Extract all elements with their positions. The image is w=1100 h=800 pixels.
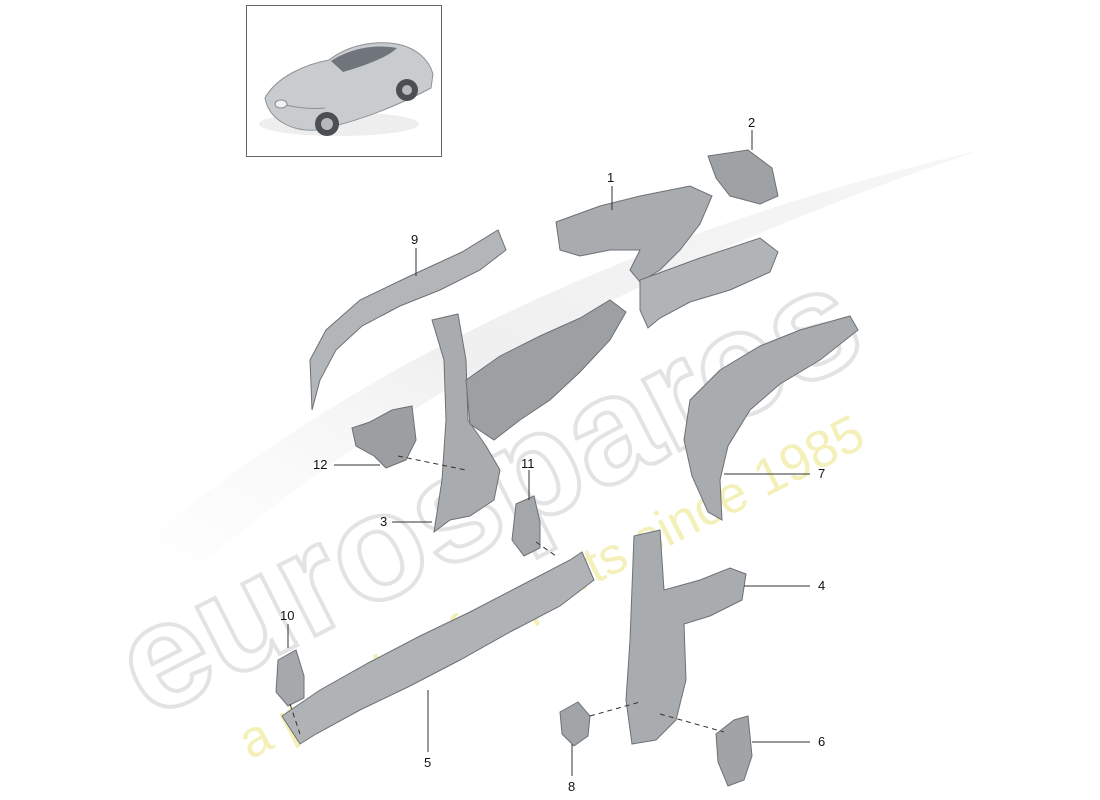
callout-3: 3 — [380, 514, 388, 529]
part-2-bracket — [707, 149, 779, 205]
fit-line-11-5 — [535, 541, 557, 557]
part-11-plate — [511, 495, 541, 557]
fit-line-6-4 — [659, 713, 725, 733]
callout-8: 8 — [568, 779, 576, 794]
car-icon — [259, 42, 434, 136]
callout-10: 10 — [280, 608, 295, 623]
callout-1: 1 — [607, 170, 615, 185]
part-6-bracket — [715, 715, 753, 787]
part-3-b-pillar — [431, 313, 501, 534]
part-9-roof-rail — [309, 229, 507, 411]
callout-7: 7 — [818, 466, 826, 481]
part-5-sill — [281, 551, 595, 745]
part-12-bracket — [351, 405, 417, 469]
fit-line-12-3 — [397, 455, 467, 471]
watermark-swoosh — [60, 150, 980, 640]
part-1-rear-member — [639, 237, 779, 329]
callout-5: 5 — [424, 755, 432, 770]
callout-9: 9 — [411, 232, 419, 247]
part-3-sill-panel — [465, 299, 627, 441]
vehicle-thumbnail — [246, 5, 442, 157]
part-1-inner-panel — [555, 185, 713, 283]
callout-12: 12 — [313, 457, 328, 472]
callout-4: 4 — [818, 578, 826, 593]
part-7-wheel-arch — [683, 315, 859, 521]
callout-6: 6 — [818, 734, 826, 749]
callout-11: 11 — [521, 456, 535, 471]
part-8-plate — [559, 701, 591, 747]
part-4-rear-pillar — [625, 529, 747, 745]
callout-2: 2 — [748, 115, 756, 130]
part-10-plate — [275, 649, 305, 707]
